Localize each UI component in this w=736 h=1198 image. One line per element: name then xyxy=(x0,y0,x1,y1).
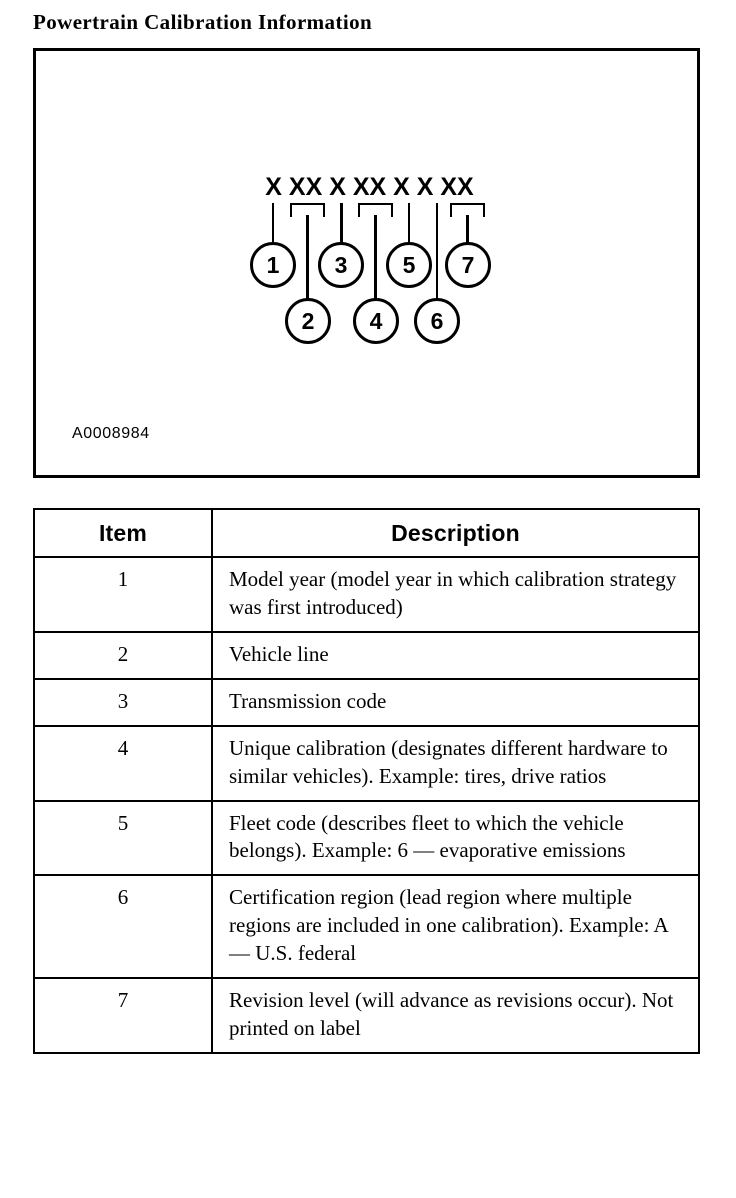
bracket-right-4 xyxy=(391,203,393,217)
item-description: Certification region (lead region where … xyxy=(211,874,700,980)
callout-3: 3 xyxy=(318,242,364,288)
table-header-row: Item Description xyxy=(33,508,700,558)
leader-line-6 xyxy=(436,203,438,310)
item-number: 7 xyxy=(33,977,213,1054)
leader-line-5 xyxy=(408,203,410,251)
item-number: 4 xyxy=(33,724,213,802)
figure-box: X XX X XX X X XX 1 2 3 4 5 6 7 A0008984 xyxy=(33,48,700,478)
bracket-right-7 xyxy=(483,203,485,217)
item-description: Model year (model year in which calibrat… xyxy=(211,556,700,633)
item-number: 1 xyxy=(33,556,213,633)
table-row: 7 Revision level (will advance as revisi… xyxy=(33,977,700,1054)
callout-5: 5 xyxy=(386,242,432,288)
callout-1: 1 xyxy=(250,242,296,288)
bracket-top-2 xyxy=(290,203,325,205)
figure-id-label: A0008984 xyxy=(72,425,150,442)
item-number: 5 xyxy=(33,799,213,877)
leader-line-3 xyxy=(340,203,343,251)
callout-6: 6 xyxy=(414,298,460,344)
item-description: Vehicle line xyxy=(211,630,700,680)
item-description: Transmission code xyxy=(211,677,700,727)
calibration-code-string: X XX X XX X X XX xyxy=(265,173,474,201)
table-body: 1 Model year (model year in which calibr… xyxy=(33,556,700,1054)
column-header-description: Description xyxy=(211,508,700,558)
calibration-item-table: Item Description 1 Model year (model yea… xyxy=(33,508,700,1054)
callout-7: 7 xyxy=(445,242,491,288)
table-row: 5 Fleet code (describes fleet to which t… xyxy=(33,799,700,877)
calibration-code-diagram: X XX X XX X X XX 1 2 3 4 5 6 7 xyxy=(36,51,703,481)
leader-line-7 xyxy=(466,215,469,251)
item-number: 3 xyxy=(33,677,213,727)
item-description: Revision level (will advance as revision… xyxy=(211,977,700,1054)
table-row: 4 Unique calibration (designates differe… xyxy=(33,724,700,802)
item-number: 2 xyxy=(33,630,213,680)
table-row: 1 Model year (model year in which calibr… xyxy=(33,556,700,633)
table-row: 6 Certification region (lead region wher… xyxy=(33,874,700,980)
callout-4: 4 xyxy=(353,298,399,344)
bracket-left-7 xyxy=(450,203,452,217)
leader-line-4 xyxy=(374,215,377,310)
bracket-left-2 xyxy=(290,203,292,217)
column-header-item: Item xyxy=(33,508,213,558)
table-row: 3 Transmission code xyxy=(33,677,700,727)
bracket-right-2 xyxy=(323,203,325,217)
bracket-top-4 xyxy=(358,203,393,205)
bracket-left-4 xyxy=(358,203,360,217)
table-row: 2 Vehicle line xyxy=(33,630,700,680)
page-title: Powertrain Calibration Information xyxy=(33,10,373,34)
callout-2: 2 xyxy=(285,298,331,344)
item-number: 6 xyxy=(33,874,213,980)
item-description: Fleet code (describes fleet to which the… xyxy=(211,799,700,877)
leader-line-2 xyxy=(306,215,309,310)
bracket-top-7 xyxy=(450,203,485,205)
item-description: Unique calibration (designates different… xyxy=(211,724,700,802)
leader-line-1 xyxy=(272,203,274,251)
